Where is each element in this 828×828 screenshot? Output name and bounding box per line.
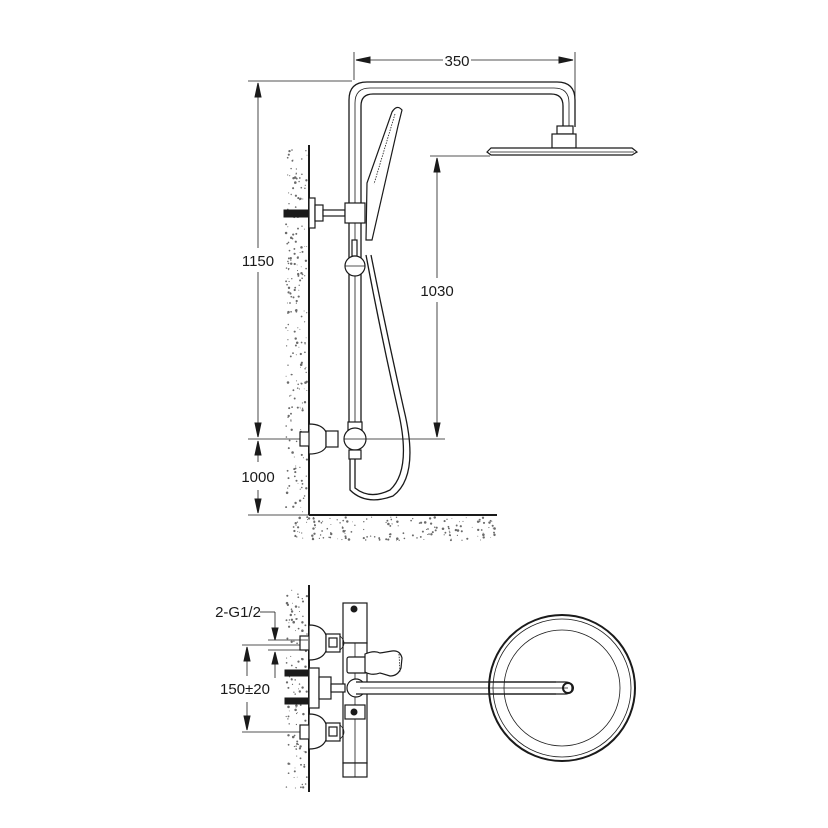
dim-label-1150: 1150 [242,253,274,270]
dim-label-150-20: 150±20 [220,681,270,698]
hand-shower [365,106,403,241]
dim-total-height: 1150 [242,80,352,438]
dim-head-to-valve: 1030 [366,155,490,440]
dim-label-1030: 1030 [420,283,453,300]
shower-riser-arm [348,81,576,425]
dim-label-350: 350 [444,53,469,70]
anchor-bolt-upper [284,669,310,677]
wall-anchor-bolt [283,209,309,218]
wall-concrete-hatch [284,149,308,513]
floor-concrete-hatch [292,516,496,542]
dim-inlet-thread: 2-G1/2 [215,604,308,678]
dim-arm-reach: 350 [353,52,576,125]
anchor-bolt-lower [284,697,310,705]
plan-wall-hatch [285,589,309,789]
dim-label-2-g1-2: 2-G1/2 [215,604,261,621]
overhead-shower-head [486,125,639,156]
slide-holder [344,239,366,277]
hand-shower-plan [346,650,403,677]
side-elevation-view: 350 1150 1030 1 [241,52,639,542]
shower-arm-plan [346,678,574,698]
upper-inlet-fitting [299,624,345,661]
round-shower-head-plan [488,614,636,762]
shower-hose [349,254,411,501]
lower-inlet-fitting [299,713,345,750]
dim-label-1000: 1000 [241,469,274,486]
plan-view: 2-G1/2 150±20 [215,585,636,792]
dim-valve-height: 1000 [241,438,309,516]
dim-inlet-spacing: 150±20 [220,644,300,733]
upper-wall-bracket [283,197,366,229]
middle-wall-bracket [284,667,346,709]
mixer-valve [299,421,367,460]
